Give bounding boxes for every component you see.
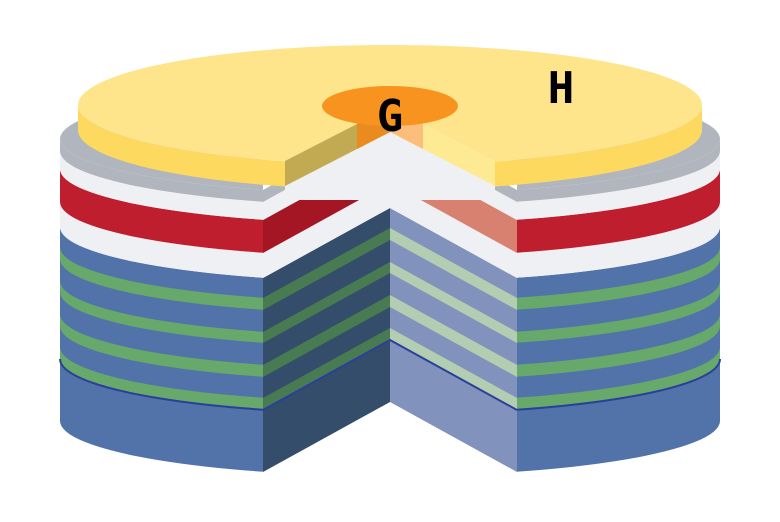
white-layer-band — [60, 202, 720, 282]
white-layer-cut-right — [390, 183, 517, 278]
top-disc — [78, 45, 702, 200]
core-top — [322, 86, 458, 126]
red-layer-band — [60, 169, 720, 257]
green-layer-band — [60, 314, 720, 381]
green-layer-cut-right — [390, 328, 517, 410]
green-layer-cut-right — [390, 295, 517, 377]
white-layer-cut-left — [263, 183, 390, 278]
green-layer-band — [60, 247, 720, 314]
label-g: G — [377, 91, 404, 142]
green-layer-band — [60, 281, 720, 347]
green-layer-cut-right — [390, 228, 517, 310]
label-h: H — [548, 63, 575, 114]
green-layer-cut-left — [263, 295, 390, 377]
green-layer-band — [60, 347, 720, 414]
cut-separator-line — [262, 338, 518, 411]
top-disc-side — [78, 105, 702, 190]
green-layer-cut-left — [263, 228, 390, 310]
white-layer-band — [60, 151, 720, 224]
green-layer-cut-left — [263, 262, 390, 343]
green-layer-cut-right — [390, 262, 517, 343]
gray-layer-band — [60, 139, 720, 206]
green-layer-cut-left — [263, 328, 390, 410]
blue-layer-cut-right — [390, 340, 517, 472]
top-disc-notch — [285, 107, 495, 200]
blue-layer-cut-left — [263, 340, 390, 472]
